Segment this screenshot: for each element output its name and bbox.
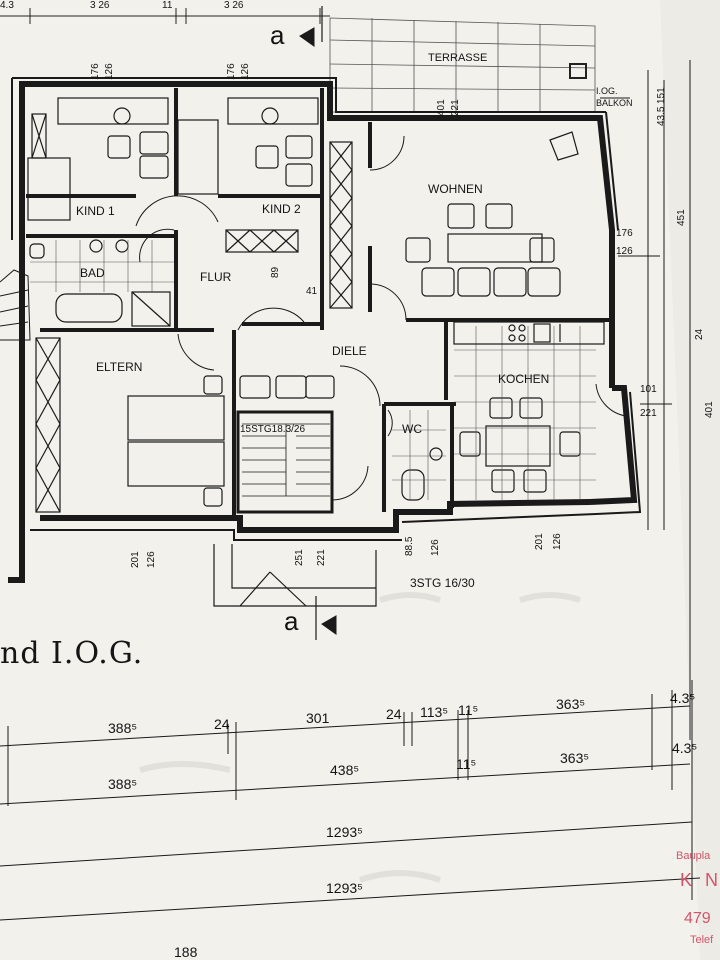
room-label-balcony-line2: BALKON [596,98,633,108]
dim-row2-v4: 363⁵ [560,750,590,766]
side-dim-401: 401 [704,401,715,418]
dim-row1-v3: 301 [306,710,330,726]
entry-frames [213,6,377,640]
entry-dim-a: 251 [294,549,305,566]
room-label-eltern: ELTERN [96,360,143,374]
dim-row1-v2: 24 [214,716,230,732]
section-mark-bottom: a [284,606,299,636]
dim-total-2: 1293⁵ [326,880,363,896]
eltern-win-dim-a: 201 [130,551,141,568]
top-dim-3: 11 [162,0,173,11]
room-label-kind1: KIND 1 [76,204,115,218]
stairwell [236,410,334,514]
top-dim-2: 3 26 [90,0,110,11]
dim-row2-v2: 438⁵ [330,762,360,778]
tile-grids [30,240,596,500]
dim-row2-v1: 388⁵ [108,776,138,792]
beds [27,119,225,487]
dim-row2-v5: 4.3⁵ [672,740,698,756]
stamp-line4: Telef [690,934,714,946]
wc-win-dim-a: 88.5 [404,536,415,556]
dim-row1-v1: 388⁵ [108,720,138,736]
room-label-kochen: KOCHEN [498,372,550,386]
flur-dim-a: 89 [270,266,281,278]
floor-title: nd I.O.G. [0,636,144,671]
bathroom-fixtures [29,239,443,501]
dim-row1-v8: 4.3⁵ [670,690,696,706]
stair-label-outer: 3STG 16/30 [410,576,475,590]
entry-dim-b: 221 [316,549,327,566]
terrace-door-dim-b: 221 [450,99,461,116]
room-label-kind2: KIND 2 [262,202,301,216]
eltern-win-dim-b: 126 [146,551,157,568]
right-dim-b: 221 [640,408,657,419]
kochen-win-dim-b: 126 [552,533,563,550]
section-arrows [299,27,337,635]
room-label-diele: DIELE [332,344,367,358]
outer-walls-thin [11,77,642,541]
balcony-dim-b: 151 [656,87,667,104]
right-dim-a: 101 [640,384,657,395]
kitchen-counter [453,321,605,345]
room-label-wohnen: WOHNEN [428,182,483,196]
furniture [57,97,581,507]
right-dimension-lines [600,60,691,740]
top-dim-4: 3 26 [224,0,244,11]
dim-bottom-partial: 188 [174,944,198,960]
stamp-line2: K N [680,870,720,890]
room-label-terrace: TERRASSE [428,52,488,64]
kind1-win-dim-b: 126 [104,63,115,80]
room-label-wc: WC [402,422,422,436]
top-dim-1: 4.3 [0,0,14,11]
side-dim-451: 451 [676,209,687,226]
wardrobe-strips [31,113,353,513]
top-dimension-line [0,8,330,24]
side-dim-24: 24 [694,328,705,340]
room-label-bad: BAD [80,266,105,280]
interior-walls [26,88,612,515]
dim-row1-v7: 363⁵ [556,696,586,712]
wohnen-win-dim-b: 126 [616,246,633,257]
background-bleed [139,592,581,883]
bottom-dimension-lines [0,680,701,921]
dim-total-1: 1293⁵ [326,824,363,840]
stair-left-edge [0,269,31,341]
dim-row1-v4: 24 [386,706,402,722]
dim-row1-v6: 11⁵ [458,702,479,718]
wc-win-dim-b: 126 [430,539,441,556]
door-swings [135,135,627,501]
section-mark-top: a [270,20,285,50]
wohnen-win-dim-a: 176 [616,228,633,239]
room-label-flur: FLUR [200,270,232,284]
room-label-balcony-line1: I.OG. [596,86,618,96]
dim-row2-v3: 11⁵ [456,756,477,772]
kind1-win-dim-a: 176 [90,63,101,80]
stamp-line1: Baupla [676,850,711,862]
kind2-win-dim-b: 126 [240,63,251,80]
terrace-door-dim-a: 401 [436,99,447,116]
stair-label-inner: 15STG18.3/26 [240,424,306,435]
balcony-dim-a: 43.5 [656,106,667,126]
flur-dim-b: 41 [306,286,318,297]
stamp-line3: 479 [684,910,711,927]
kochen-win-dim-a: 201 [534,533,545,550]
dim-row1-v5: 113⁵ [420,704,449,720]
kind2-win-dim-a: 176 [226,63,237,80]
terrace-area [329,17,596,113]
